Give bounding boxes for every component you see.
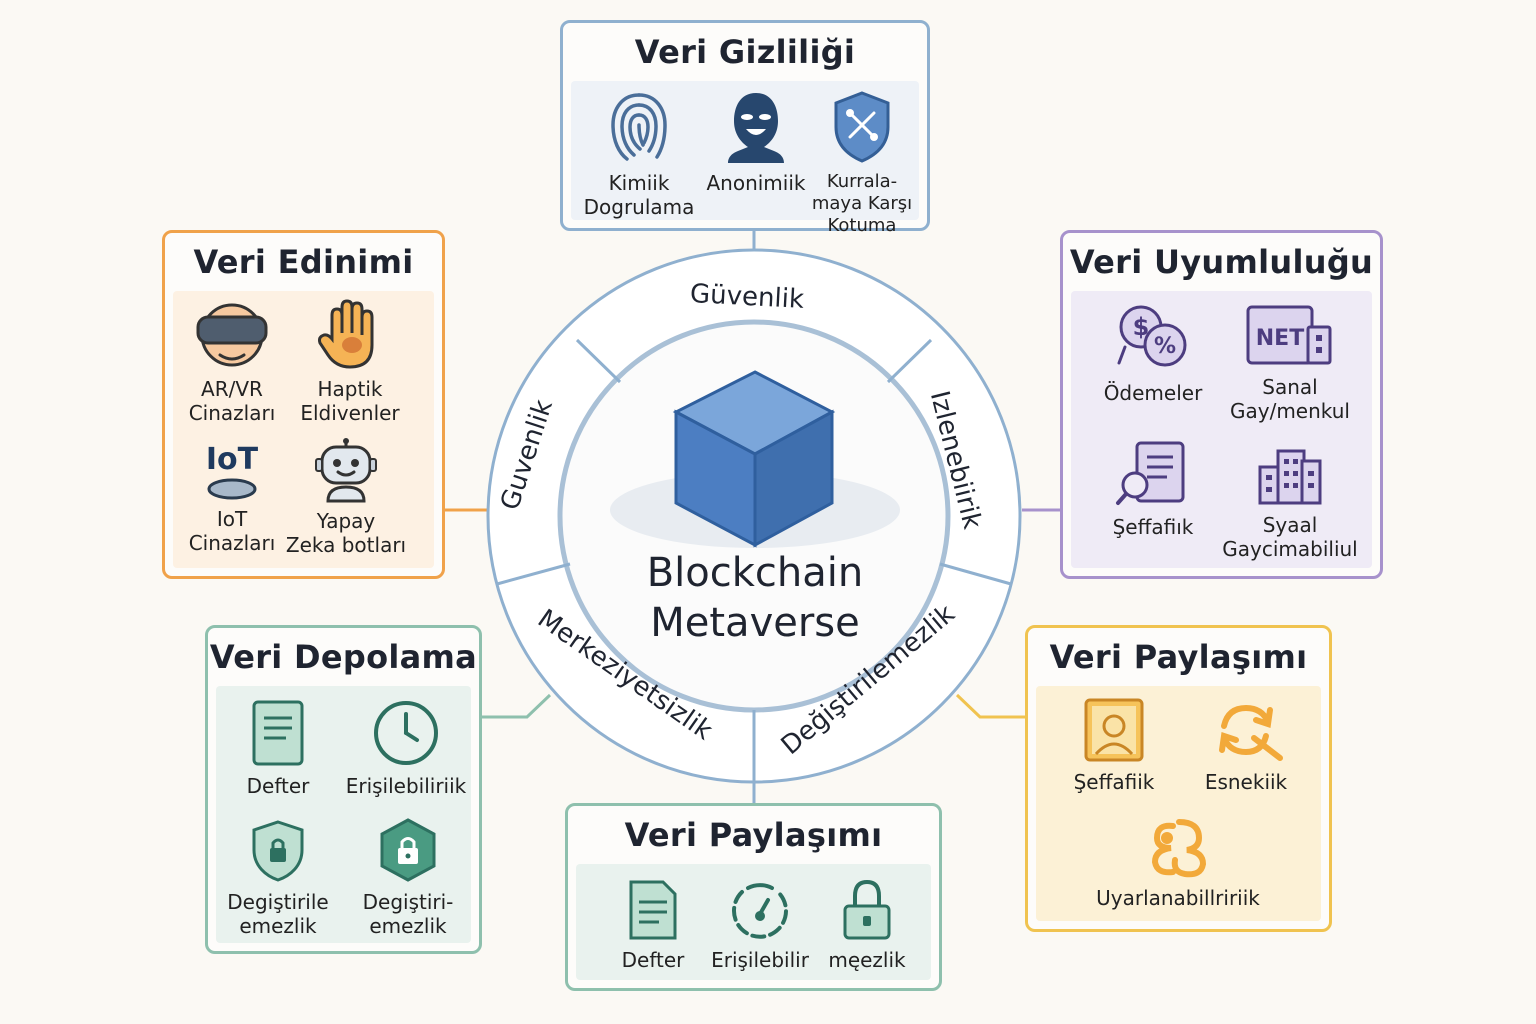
svg-text:%: % <box>1154 334 1176 359</box>
card-veri-depolama: Veri Depolama Defter Erişilebiliriik Deg… <box>205 625 482 954</box>
shield-lock-icon <box>252 820 304 882</box>
connector-bottom-right <box>955 693 1025 719</box>
payments-icon: $ % <box>1117 305 1187 367</box>
ledger-icon <box>629 880 677 940</box>
item-label: Şeffafiik <box>1073 770 1155 794</box>
card-title: Veri Paylaşımı <box>624 816 883 854</box>
vr-headset-icon <box>196 303 268 367</box>
item-label: Syaal Gaycimabiliul <box>1222 513 1358 561</box>
item-anonimlik: Anonimiik <box>699 89 813 195</box>
card-veri-edinimi: Veri Edinimi AR/VR Cinazları Haptik Eldi… <box>162 230 445 579</box>
card-veri-gizliligi: Veri Gizliliği Kimiik Dogrulama Anonimii… <box>560 20 930 236</box>
shield-icon <box>834 91 890 163</box>
card-veri-paylasimi-bottom: Veri Paylaşımı Defter Erişilebilir męezl… <box>565 803 942 991</box>
center-hub: Blockchain Metaverse <box>560 360 950 700</box>
item-ar-vr-cihazlari: AR/VR Cinazları <box>177 299 287 425</box>
item-sanal-gayri-ticaret: Syaal Gaycimabiliul <box>1215 445 1365 561</box>
haptic-glove-icon <box>318 299 374 369</box>
item-seffaflik: Şeffafiik <box>1044 696 1184 794</box>
item-label: Haptik Eldivenler <box>300 377 400 425</box>
net-label: NET <box>1256 326 1304 351</box>
item-odemeler: $ % Ödemeler <box>1083 299 1223 405</box>
document-search-icon <box>1116 441 1185 505</box>
item-haptik-eldivenler: Haptik Eldivenler <box>291 299 409 425</box>
ring-label-guvenlik-top: Güvenlik <box>689 279 805 315</box>
cube-icon <box>610 370 900 548</box>
item-label: IoT Cinazları <box>188 507 276 555</box>
item-label: Ödemeler <box>1103 381 1203 405</box>
item-label: Erişilebiliriik <box>345 774 467 798</box>
item-esneklik: Esnekiik <box>1176 696 1316 794</box>
item-label: męezlik <box>828 948 906 972</box>
item-seffaflik: Şeffafiık <box>1083 439 1223 539</box>
item-defter: Defter <box>218 698 338 798</box>
refresh-arrows-icon <box>1219 704 1283 761</box>
masked-face-icon <box>728 93 784 163</box>
item-kurcalamaya-karsi-koruma: Kurrala- maya Karşı Kotuma <box>807 89 917 237</box>
item-degistirilemezlik-1: Degiştirile emezlik <box>218 818 338 938</box>
item-label: Anonimiik <box>706 171 806 195</box>
clock-icon <box>374 701 438 765</box>
fingerprint-icon <box>611 93 667 161</box>
item-label: Erişilebilir <box>711 948 809 972</box>
buildings-icon <box>1258 449 1322 505</box>
ledger-icon <box>252 700 304 766</box>
item-iot-cihazlari: IoT IoT Cinazları <box>177 442 287 556</box>
card-veri-paylasimi-right: Veri Paylaşımı Şeffafiik Esnekiik Uyarla… <box>1025 625 1332 932</box>
connector-bottom-left <box>482 693 552 719</box>
svg-text:$: $ <box>1133 313 1150 341</box>
net-building-icon: NET <box>1246 305 1332 365</box>
iot-icon: IoT <box>205 442 259 477</box>
item-label: Yapay Zeka botları <box>285 509 407 557</box>
item-label: AR/VR Cinazları <box>188 377 276 425</box>
item-erisilebilirlik: Erişilebiliriik <box>334 698 478 798</box>
card-title: Veri Paylaşımı <box>1049 638 1308 676</box>
item-degistirilemezlik: męezlik <box>812 878 922 972</box>
item-degistirilemezlik-2: Degiştiri- emezlik <box>338 816 478 938</box>
card-title: Veri Depolama <box>209 638 478 676</box>
item-label: Sanal Gay/menkul <box>1230 375 1350 423</box>
card-title: Veri Gizliliği <box>634 33 856 71</box>
item-sanal-gayrimenkul: NET Sanal Gay/menkul <box>1215 303 1365 423</box>
item-label: Kurrala- maya Karşı Kotuma <box>811 171 913 236</box>
item-defter: Defter <box>598 878 708 972</box>
item-label: Uyarlanabillririik <box>1096 886 1260 910</box>
center-title-line1: Blockchain <box>646 550 864 596</box>
item-label: Şeffafiık <box>1112 515 1194 539</box>
robot-icon <box>315 438 377 503</box>
padlock-icon <box>843 879 891 940</box>
gauge-icon <box>732 883 788 939</box>
center-title-line2: Metaverse <box>650 600 860 646</box>
iot-device-icon <box>207 478 257 500</box>
item-label: Defter <box>246 774 310 798</box>
item-label: Degiştirile emezlik <box>227 890 329 938</box>
item-uyarlanabilirlik: Uyarlanabillririik <box>1068 814 1288 910</box>
profile-frame-icon <box>1084 698 1144 762</box>
adaptive-knot-icon <box>1151 819 1207 878</box>
card-title: Veri Uyumluluğu <box>1069 243 1374 281</box>
item-label: Kimiik Dogrulama <box>583 171 695 219</box>
hexagon-lock-icon <box>380 818 436 882</box>
item-erisilebilir: Erişilebilir <box>700 878 820 972</box>
item-kimlik-dogrulama: Kimiik Dogrulama <box>577 89 701 219</box>
item-label: Degiştiri- emezlik <box>362 890 454 938</box>
card-veri-uyumlulugu: Veri Uyumluluğu $ % Ödemeler NET Sanal G… <box>1060 230 1383 579</box>
item-label: Defter <box>621 948 685 972</box>
card-title: Veri Edinimi <box>193 243 414 281</box>
item-yapay-zeka-botlari: Yapay Zeka botları <box>283 437 409 557</box>
item-label: Esnekiik <box>1204 770 1288 794</box>
